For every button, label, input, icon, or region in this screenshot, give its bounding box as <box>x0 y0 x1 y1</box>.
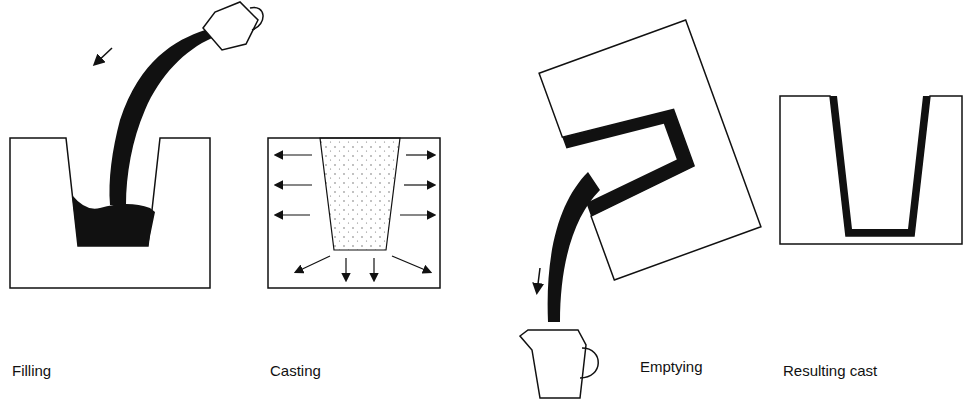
emptying-mold <box>539 20 761 280</box>
filling-mold <box>10 30 212 288</box>
casting-mold <box>268 138 440 288</box>
empty-arrow <box>537 268 540 292</box>
step-label: Filling <box>12 362 51 379</box>
pour-arrow <box>95 48 112 64</box>
catching-jug <box>520 330 598 398</box>
emptying-stream <box>548 172 600 322</box>
step-label: Casting <box>270 362 321 379</box>
resulting-cast <box>780 96 962 244</box>
step-label: Emptying <box>640 358 703 375</box>
pouring-jug <box>203 2 263 50</box>
step-label: Resulting cast <box>783 362 877 379</box>
